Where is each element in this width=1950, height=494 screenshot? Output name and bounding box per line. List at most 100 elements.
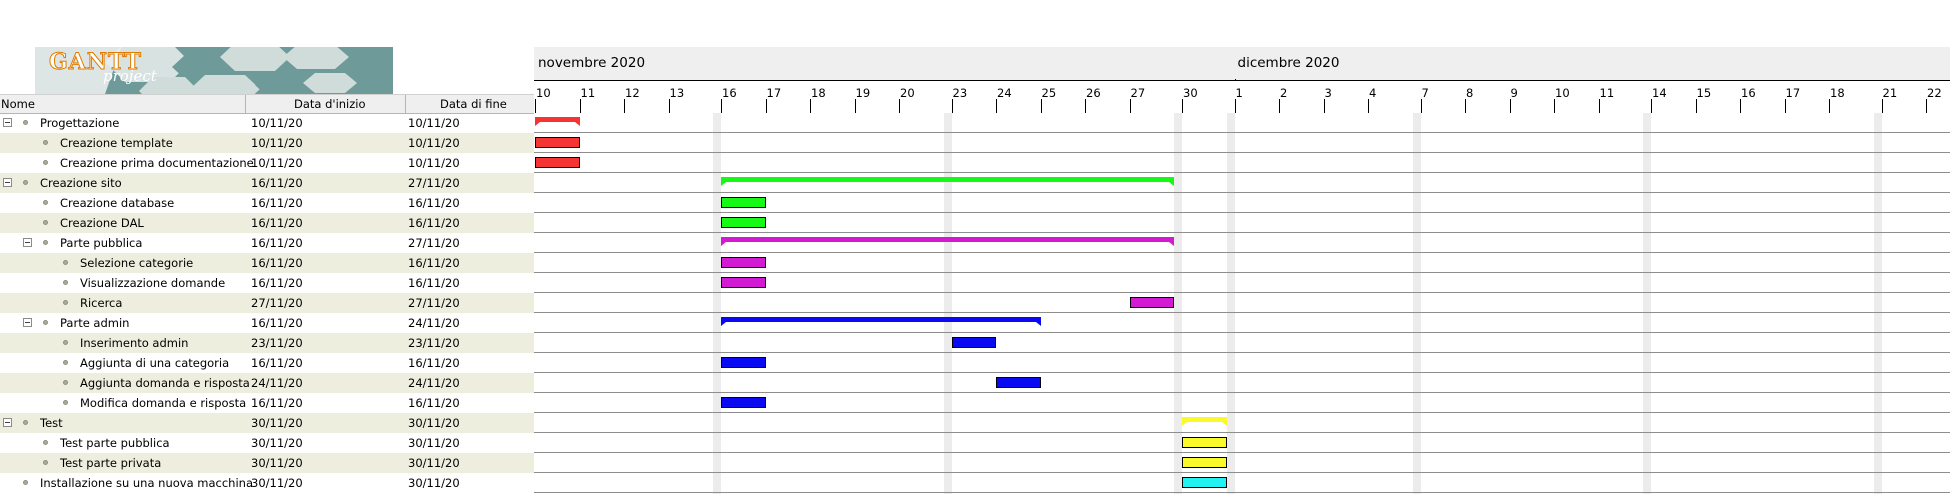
collapse-toggle-icon[interactable]	[3, 178, 12, 187]
task-start-date[interactable]: 16/11/20	[251, 196, 303, 210]
task-start-date[interactable]: 10/11/20	[251, 116, 303, 130]
summary-task-bar[interactable]	[721, 237, 1174, 246]
collapse-toggle-icon[interactable]	[3, 418, 12, 427]
column-header-end[interactable]: Data di fine	[440, 97, 507, 111]
task-end-date[interactable]: 27/11/20	[408, 296, 460, 310]
task-end-date[interactable]: 27/11/20	[408, 236, 460, 250]
task-end-date[interactable]: 10/11/20	[408, 116, 460, 130]
task-bar[interactable]	[721, 357, 766, 368]
task-row[interactable]: Ricerca 27/11/20 27/11/20	[0, 293, 534, 313]
task-name[interactable]: Test parte pubblica	[60, 436, 170, 450]
task-bar[interactable]	[721, 277, 766, 288]
task-bar[interactable]	[535, 137, 580, 148]
collapse-toggle-icon[interactable]	[23, 318, 32, 327]
task-row[interactable]: Inserimento admin 23/11/20 23/11/20	[0, 333, 534, 353]
task-row[interactable]: Parte pubblica 16/11/20 27/11/20	[0, 233, 534, 253]
task-end-date[interactable]: 16/11/20	[408, 256, 460, 270]
task-end-date[interactable]: 30/11/20	[408, 416, 460, 430]
task-name[interactable]: Inserimento admin	[80, 336, 189, 350]
task-end-date[interactable]: 30/11/20	[408, 476, 460, 490]
task-bar[interactable]	[1129, 297, 1174, 308]
task-start-date[interactable]: 30/11/20	[251, 456, 303, 470]
task-end-date[interactable]: 10/11/20	[408, 136, 460, 150]
task-end-date[interactable]: 30/11/20	[408, 436, 460, 450]
task-start-date[interactable]: 16/11/20	[251, 216, 303, 230]
task-bar[interactable]	[996, 377, 1041, 388]
task-row[interactable]: Visualizzazione domande 16/11/20 16/11/20	[0, 273, 534, 293]
task-end-date[interactable]: 16/11/20	[408, 356, 460, 370]
task-name[interactable]: Parte pubblica	[60, 236, 143, 250]
task-name[interactable]: Creazione DAL	[60, 216, 144, 230]
task-start-date[interactable]: 16/11/20	[251, 316, 303, 330]
task-start-date[interactable]: 16/11/20	[251, 256, 303, 270]
task-name[interactable]: Ricerca	[80, 296, 123, 310]
task-end-date[interactable]: 23/11/20	[408, 336, 460, 350]
task-start-date[interactable]: 27/11/20	[251, 296, 303, 310]
column-header-start[interactable]: Data d'inizio	[294, 97, 366, 111]
task-row[interactable]: Creazione template 10/11/20 10/11/20	[0, 133, 534, 153]
task-bar[interactable]	[1182, 437, 1227, 448]
task-name[interactable]: Aggiunta domanda e risposta	[80, 376, 250, 390]
task-name[interactable]: Installazione su una nuova macchina	[40, 476, 254, 490]
summary-task-bar[interactable]	[535, 117, 580, 126]
task-start-date[interactable]: 16/11/20	[251, 176, 303, 190]
task-start-date[interactable]: 10/11/20	[251, 136, 303, 150]
task-name[interactable]: Test	[40, 416, 63, 430]
task-name[interactable]: Selezione categorie	[80, 256, 194, 270]
task-row[interactable]: Test parte privata 30/11/20 30/11/20	[0, 453, 534, 473]
task-name[interactable]: Aggiunta di una categoria	[80, 356, 230, 370]
collapse-toggle-icon[interactable]	[3, 118, 12, 127]
task-bar[interactable]	[535, 157, 580, 168]
task-end-date[interactable]: 24/11/20	[408, 376, 460, 390]
task-start-date[interactable]: 30/11/20	[251, 436, 303, 450]
task-row[interactable]: Creazione sito 16/11/20 27/11/20	[0, 173, 534, 193]
column-separator[interactable]	[405, 95, 406, 113]
task-end-date[interactable]: 10/11/20	[408, 156, 460, 170]
task-bar[interactable]	[721, 397, 766, 408]
task-start-date[interactable]: 10/11/20	[251, 156, 303, 170]
task-row[interactable]: Creazione DAL 16/11/20 16/11/20	[0, 213, 534, 233]
task-end-date[interactable]: 27/11/20	[408, 176, 460, 190]
task-row[interactable]: Parte admin 16/11/20 24/11/20	[0, 313, 534, 333]
task-name[interactable]: Progettazione	[40, 116, 120, 130]
task-start-date[interactable]: 23/11/20	[251, 336, 303, 350]
task-start-date[interactable]: 16/11/20	[251, 276, 303, 290]
task-row[interactable]: Test parte pubblica 30/11/20 30/11/20	[0, 433, 534, 453]
task-start-date[interactable]: 30/11/20	[251, 416, 303, 430]
column-header-name[interactable]: Nome	[1, 97, 35, 111]
task-end-date[interactable]: 16/11/20	[408, 216, 460, 230]
task-name[interactable]: Modifica domanda e risposta	[80, 396, 247, 410]
task-name[interactable]: Creazione template	[60, 136, 173, 150]
task-name[interactable]: Creazione prima documentazione	[60, 156, 254, 170]
task-name[interactable]: Visualizzazione domande	[80, 276, 226, 290]
task-start-date[interactable]: 30/11/20	[251, 476, 303, 490]
column-separator[interactable]	[245, 95, 246, 113]
task-end-date[interactable]: 30/11/20	[408, 456, 460, 470]
task-start-date[interactable]: 16/11/20	[251, 236, 303, 250]
summary-task-bar[interactable]	[721, 317, 1041, 326]
task-name[interactable]: Creazione sito	[40, 176, 122, 190]
task-end-date[interactable]: 16/11/20	[408, 396, 460, 410]
task-bar[interactable]	[1182, 477, 1227, 488]
summary-task-bar[interactable]	[1182, 417, 1227, 426]
collapse-toggle-icon[interactable]	[23, 238, 32, 247]
summary-task-bar[interactable]	[721, 177, 1174, 186]
task-start-date[interactable]: 24/11/20	[251, 376, 303, 390]
task-bar[interactable]	[1182, 457, 1227, 468]
task-end-date[interactable]: 16/11/20	[408, 196, 460, 210]
task-end-date[interactable]: 16/11/20	[408, 276, 460, 290]
task-row[interactable]: Selezione categorie 16/11/20 16/11/20	[0, 253, 534, 273]
task-end-date[interactable]: 24/11/20	[408, 316, 460, 330]
task-name[interactable]: Parte admin	[60, 316, 130, 330]
gantt-grid[interactable]	[534, 113, 1950, 494]
task-name[interactable]: Test parte privata	[60, 456, 162, 470]
task-bar[interactable]	[721, 197, 766, 208]
task-row[interactable]: Progettazione 10/11/20 10/11/20	[0, 113, 534, 133]
